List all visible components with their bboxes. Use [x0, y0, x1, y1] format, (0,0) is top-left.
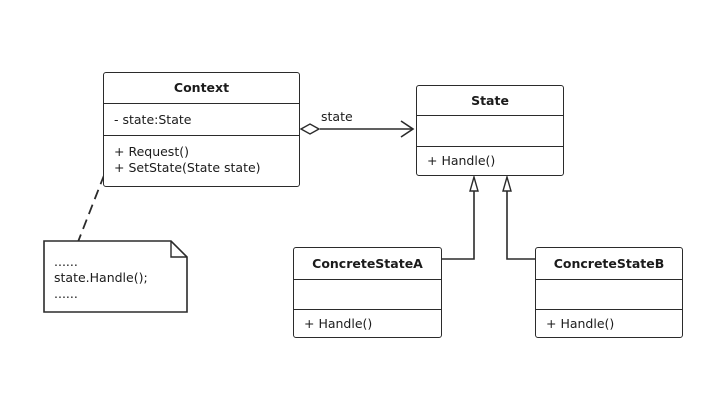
concrete-state-b-methods: + Handle()	[536, 309, 682, 336]
association-label: state	[321, 109, 353, 124]
generalization-triangle-a	[469, 174, 479, 192]
state-class[interactable]: State + Handle()	[416, 85, 564, 176]
context-class[interactable]: Context - state:State + Request() + SetS…	[103, 72, 300, 187]
state-method: + Handle()	[427, 153, 496, 168]
context-attribute: - state:State	[114, 112, 192, 127]
generalization-line-a	[442, 191, 475, 260]
note-line: ......	[54, 254, 78, 269]
concrete-state-b-class[interactable]: ConcreteStateB + Handle()	[535, 247, 683, 338]
concrete-state-b-attributes	[536, 279, 682, 309]
note-fold	[170, 241, 187, 258]
concrete-state-a-methods: + Handle()	[294, 309, 441, 336]
note-line: ......	[54, 286, 78, 301]
state-attributes	[417, 115, 563, 146]
concrete-state-a-attributes	[294, 279, 441, 309]
generalization-line-b	[506, 191, 535, 260]
context-methods: + Request() + SetState(State state)	[104, 135, 299, 185]
aggregation-diamond	[299, 123, 321, 135]
context-method: + Request()	[114, 144, 189, 159]
state-methods: + Handle()	[417, 146, 563, 174]
concrete-state-a-name: ConcreteStateA	[312, 256, 423, 271]
concrete-state-a-class[interactable]: ConcreteStateA + Handle()	[293, 247, 442, 338]
concrete-state-a-method: + Handle()	[304, 316, 373, 331]
context-method: + SetState(State state)	[114, 159, 261, 175]
note-line: state.Handle();	[54, 270, 148, 285]
context-attributes: - state:State	[104, 103, 299, 135]
association-arrowhead	[400, 120, 415, 138]
generalization-triangle-b	[502, 174, 512, 192]
state-class-name: State	[471, 93, 509, 108]
note-content: ...... state.Handle(); ......	[54, 254, 148, 302]
concrete-state-b-method: + Handle()	[546, 316, 615, 331]
concrete-state-b-name: ConcreteStateB	[553, 256, 665, 271]
context-class-name: Context	[173, 80, 230, 95]
